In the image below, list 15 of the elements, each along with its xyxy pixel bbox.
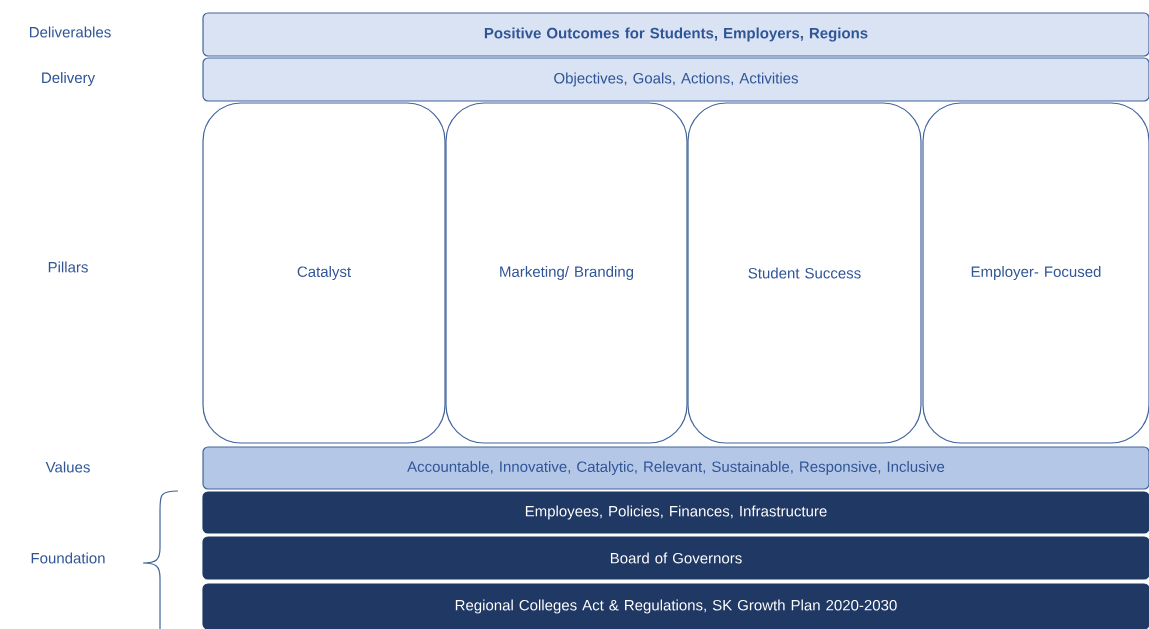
row-label: Values — [45, 461, 90, 473]
tier-bar: Objectives, Goals, Actions, Activities — [202, 57, 1149, 102]
pillar-box: Employer- Focused — [922, 102, 1149, 444]
row-label: Delivery — [42, 72, 96, 86]
row-label: Pillars — [48, 261, 88, 273]
pillar-box: Marketing/ Branding — [445, 102, 688, 444]
tier-bar: Positive Outcomes for Students, Employers, Regions — [202, 12, 1149, 57]
tier-bar: Accountable, Innovative, Catalytic, Relevant, Sustainable, Responsive, Inclusive — [202, 446, 1149, 490]
pillar-box: Catalyst — [202, 102, 446, 444]
foundation-bar: Regional Colleges Act & Regulations, SK Growth Plan 2020-2030 — [202, 583, 1149, 629]
row-label: Foundation — [31, 552, 105, 564]
row-label: Deliverables — [29, 26, 111, 38]
pillar-box: Student Success — [687, 102, 922, 444]
foundation-bar: Employees, Policies, Finances, Infrastructure — [202, 491, 1149, 534]
foundation-bar: Board of Governors — [202, 536, 1149, 580]
